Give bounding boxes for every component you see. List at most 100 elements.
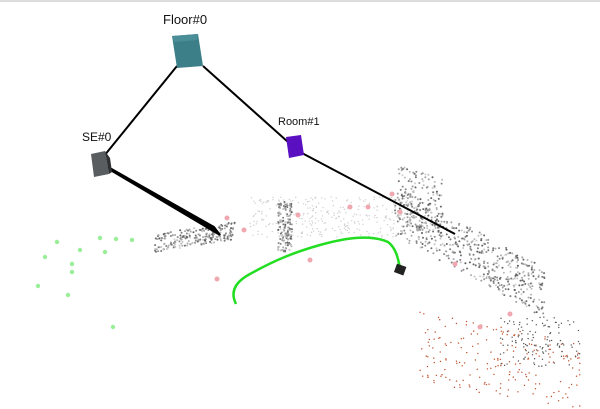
cloud-point — [484, 381, 486, 384]
cloud-point — [472, 263, 475, 266]
cloud-point — [507, 260, 510, 263]
cloud-point — [394, 204, 397, 207]
cloud-point — [530, 343, 533, 346]
cloud-point — [160, 249, 163, 252]
cloud-point — [515, 255, 518, 258]
cloud-point — [373, 207, 375, 209]
cloud-point — [275, 222, 278, 225]
cloud-point — [486, 241, 489, 244]
cloud-point — [542, 346, 544, 349]
cloud-point — [428, 345, 430, 347]
edge-floor-se — [103, 65, 178, 157]
cloud-point — [392, 227, 394, 229]
cloud-point — [560, 343, 563, 345]
cloud-point — [414, 174, 417, 177]
cloud-point — [548, 326, 551, 328]
cloud-point — [457, 245, 460, 248]
cloud-point — [385, 208, 388, 210]
cloud-point — [203, 229, 206, 232]
cloud-point — [284, 225, 287, 228]
cloud-point — [501, 338, 504, 340]
cloud-point — [578, 343, 581, 345]
cloud-point — [261, 210, 263, 213]
cloud-point — [577, 357, 579, 359]
cloud-point — [418, 182, 421, 185]
cloud-point — [527, 379, 530, 381]
edge-room-region — [299, 151, 456, 235]
cloud-point — [458, 361, 461, 364]
cloud-point — [358, 223, 360, 225]
cloud-point — [250, 197, 253, 199]
cloud-point — [187, 240, 190, 243]
cloud-point — [558, 324, 560, 326]
cloud-point — [377, 232, 380, 234]
cloud-point — [438, 234, 441, 237]
cloud-point — [225, 225, 228, 228]
cloud-point — [324, 229, 327, 231]
cloud-point — [527, 337, 529, 340]
cloud-point — [287, 218, 290, 221]
cloud-point — [406, 199, 408, 202]
cloud-point — [535, 305, 538, 308]
cloud-point — [475, 243, 478, 246]
cloud-point — [478, 251, 481, 254]
cloud-point — [504, 253, 507, 256]
cloud-point — [535, 352, 537, 355]
cloud-point — [209, 240, 212, 243]
cloud-point — [534, 331, 537, 333]
cloud-point — [549, 348, 551, 351]
floor-node[interactable] — [172, 34, 203, 68]
cloud-point — [321, 197, 323, 199]
cloud-point — [258, 200, 261, 202]
cloud-point — [333, 212, 335, 214]
cloud-point — [548, 361, 550, 363]
cloud-point — [550, 395, 553, 398]
cloud-point — [166, 247, 169, 250]
cloud-point — [254, 202, 256, 204]
cloud-point — [506, 280, 509, 283]
cloud-point — [459, 254, 462, 257]
cloud-point — [412, 189, 415, 192]
cloud-point — [501, 333, 504, 335]
cloud-point — [502, 271, 505, 274]
cloud-point — [570, 383, 573, 386]
cloud-point — [290, 200, 292, 202]
room-node[interactable] — [286, 135, 304, 158]
cloud-point — [437, 220, 440, 223]
cloud-point — [376, 216, 378, 219]
cloud-point — [547, 353, 550, 355]
se-node[interactable] — [91, 151, 112, 177]
cloud-point — [483, 383, 485, 385]
cloud-point — [286, 238, 289, 241]
cloud-point — [419, 241, 422, 244]
cloud-point — [530, 261, 533, 264]
cloud-point — [511, 340, 514, 342]
cloud-point — [295, 212, 301, 218]
cloud-point — [465, 324, 468, 326]
cloud-point — [210, 242, 213, 245]
cloud-point — [292, 234, 294, 236]
cloud-point — [568, 387, 570, 389]
cloud-point — [219, 237, 222, 240]
cloud-point — [437, 212, 440, 215]
cloud-point — [376, 221, 378, 223]
cloud-point — [427, 178, 430, 181]
cloud-point — [537, 350, 539, 352]
cloud-point — [312, 210, 314, 212]
cloud-point — [282, 246, 285, 249]
cloud-point — [321, 235, 323, 238]
cloud-point — [197, 233, 200, 236]
cloud-point — [277, 248, 280, 251]
cloud-point — [280, 231, 283, 234]
cloud-point — [289, 217, 292, 220]
cloud-point — [489, 285, 492, 288]
cloud-point — [376, 209, 378, 211]
trajectory — [232, 236, 402, 305]
cloud-point — [522, 358, 525, 360]
cloud-point — [433, 381, 435, 384]
cloud-point — [331, 216, 333, 219]
cloud-point — [284, 235, 287, 238]
cloud-point — [279, 212, 282, 215]
